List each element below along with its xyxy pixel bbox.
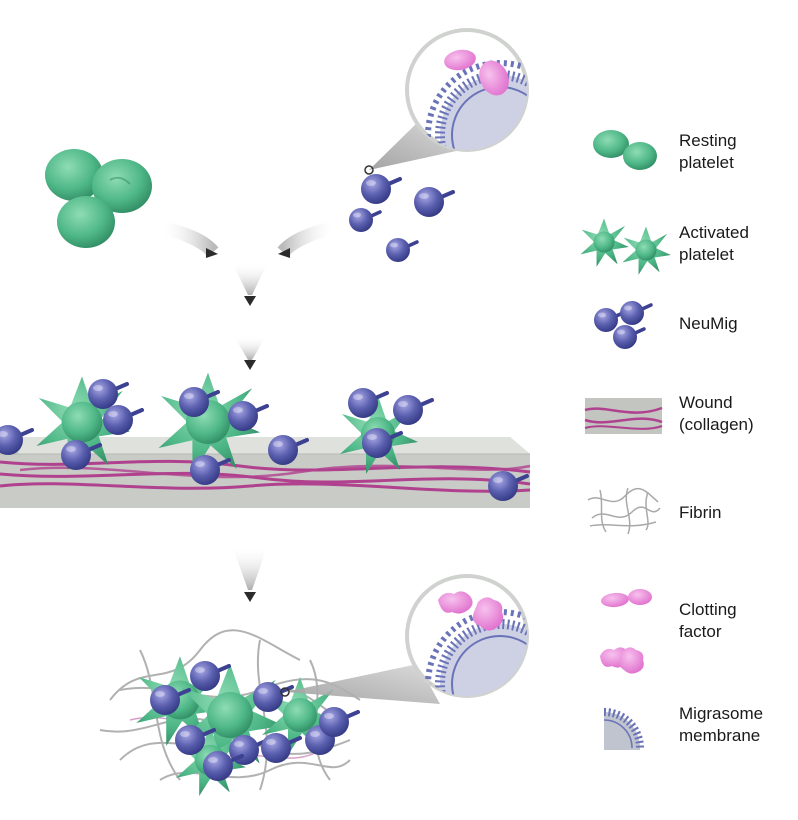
legend-icon-resting-platelet [593, 130, 657, 170]
down-arrow-1 [232, 262, 268, 306]
legend-label-activated-platelet: Activated platelet [679, 223, 749, 264]
legend-icon-wound [584, 398, 663, 434]
legend-label-fibrin: Fibrin [679, 503, 722, 522]
legend-label-resting-platelet: Resting platelet [679, 131, 737, 172]
down-arrow-3 [232, 545, 268, 602]
legend-icon-clotting-factor [600, 589, 652, 674]
zoom-callout-bottom [280, 574, 529, 704]
neumigs-group [347, 172, 455, 264]
legend-icon-activated-platelet [580, 218, 671, 275]
zoom-callout-top [364, 28, 529, 175]
legend-label-neumig: NeuMig [679, 314, 738, 333]
legend-icon-fibrin [587, 487, 661, 535]
legend-icon-neumig [592, 299, 653, 351]
legend-label-migrasome-membrane: Migrasome membrane [679, 704, 764, 745]
down-arrow-2 [234, 336, 266, 370]
legend-icon-migrasome-membrane [603, 708, 644, 750]
legend-label-wound: Wound (collagen) [679, 393, 754, 434]
wound-collagen-band [0, 437, 531, 508]
merge-arrows [158, 221, 338, 258]
legend-label-clotting-factor: Clotting factor [679, 600, 737, 641]
clot-cluster [99, 629, 361, 796]
resting-platelets-group [45, 149, 152, 248]
